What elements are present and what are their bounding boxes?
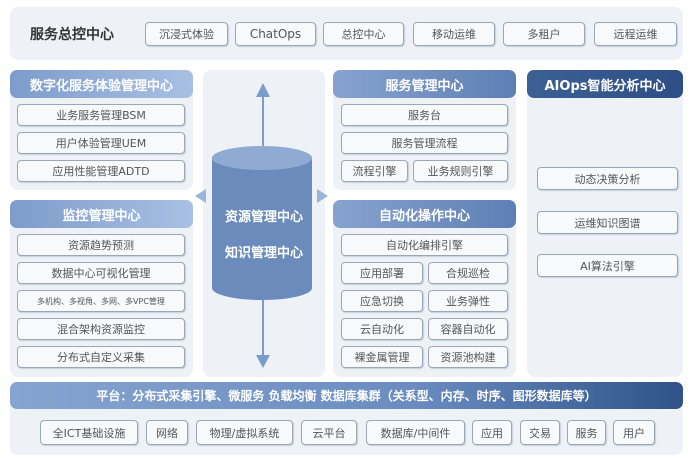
top-chip[interactable]: 沉浸式体验	[145, 22, 228, 46]
automation-header: 自动化操作中心	[333, 200, 516, 228]
knowledge-management-label: 知识管理中心	[224, 246, 303, 261]
arrow-left-icon	[195, 189, 206, 203]
top-chip[interactable]: 多租户	[503, 22, 585, 46]
monitor-item[interactable]: 资源趋势预测	[17, 234, 185, 256]
top-chip[interactable]: 移动运维	[413, 22, 495, 46]
auto-item[interactable]: 自动化编排引擎	[341, 234, 508, 256]
aiops-item[interactable]: 动态决策分析	[537, 167, 678, 190]
cylinder-body	[212, 158, 312, 300]
aiops-header: AIOps智能分析中心	[527, 70, 683, 98]
auto-item[interactable]: 容器自动化	[428, 318, 508, 340]
arrow-right-icon	[317, 189, 328, 203]
platform-bar: 平台：分布式采集引擎、微服务 负载均衡 数据库集群（关系型、内存、时序、图形数据…	[10, 382, 683, 409]
infra-chip[interactable]: 云平台	[301, 420, 357, 445]
service-item[interactable]: 服务台	[341, 104, 508, 126]
auto-item[interactable]: 合规巡检	[428, 262, 508, 284]
monitoring-header: 监控管理中心	[10, 200, 193, 228]
infra-chip[interactable]: 网络	[146, 420, 188, 445]
aiops-item[interactable]: 运维知识图谱	[537, 211, 678, 234]
dx-item[interactable]: 应用性能管理ADTD	[17, 160, 185, 182]
infra-chip[interactable]: 交易	[520, 420, 560, 445]
top-chip[interactable]: ChatOps	[235, 22, 316, 46]
dx-item[interactable]: 用户体验管理UEM	[17, 132, 185, 154]
infra-chip[interactable]: 服务	[567, 420, 606, 445]
service-management-header: 服务管理中心	[333, 70, 516, 98]
infra-chip[interactable]: 应用	[472, 420, 512, 445]
database-cylinder-diagram	[195, 83, 328, 368]
service-item[interactable]: 流程引擎	[341, 160, 408, 182]
infra-chip[interactable]: 数据库/中间件	[366, 420, 465, 445]
auto-item[interactable]: 裸金属管理	[341, 346, 423, 368]
top-chip[interactable]: 远程运维	[594, 22, 677, 46]
infra-chip[interactable]: 用户	[613, 420, 655, 445]
auto-item[interactable]: 业务弹性	[428, 290, 508, 312]
resource-management-label: 资源管理中心	[224, 210, 303, 225]
auto-item[interactable]: 应急切换	[341, 290, 423, 312]
monitor-item[interactable]: 混合架构资源监控	[17, 318, 185, 340]
auto-item[interactable]: 云自动化	[341, 318, 423, 340]
infra-chip[interactable]: 全ICT基础设施	[40, 420, 138, 445]
auto-item[interactable]: 应用部署	[341, 262, 423, 284]
aiops-item[interactable]: AI算法引擎	[537, 254, 678, 277]
infra-chip[interactable]: 物理/虚拟系统	[196, 420, 293, 445]
arrow-up-head	[256, 83, 270, 97]
top-chip[interactable]: 总控中心	[323, 22, 404, 46]
service-item[interactable]: 服务管理流程	[341, 132, 508, 154]
digital-experience-header: 数字化服务体验管理中心	[10, 70, 193, 98]
monitor-item[interactable]: 数据中心可视化管理	[17, 262, 185, 284]
cylinder-top	[212, 146, 312, 170]
monitor-item[interactable]: 分布式自定义采集	[17, 346, 185, 368]
arrow-down-head	[256, 355, 270, 368]
monitor-item[interactable]: 多机构、多视角、多网、多VPC管理	[17, 290, 185, 312]
dx-item[interactable]: 业务服务管理BSM	[17, 104, 185, 126]
auto-item[interactable]: 资源池构建	[428, 346, 508, 368]
service-item[interactable]: 业务规则引擎	[413, 160, 508, 182]
service-control-title: 服务总控中心	[30, 27, 114, 43]
